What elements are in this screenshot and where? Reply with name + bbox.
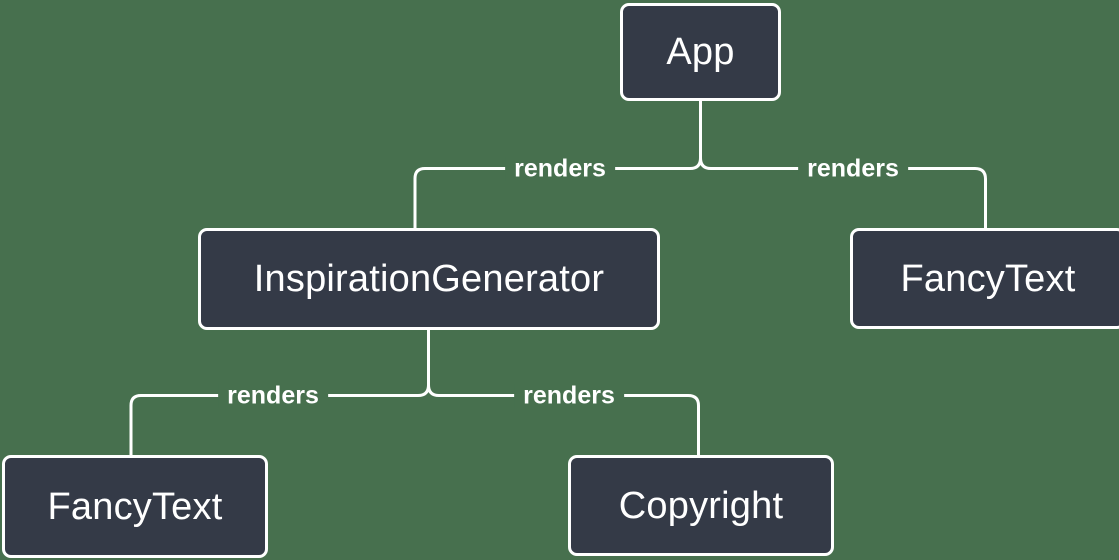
node-fancytext-right-label: FancyText <box>900 257 1076 300</box>
node-fancytext-left-label: FancyText <box>47 485 223 528</box>
edge-label-inspiration-to-copyright: renders <box>514 383 624 409</box>
node-fancytext-right[interactable]: FancyText <box>850 228 1119 329</box>
node-inspiration-generator[interactable]: InspirationGenerator <box>198 228 660 330</box>
node-inspiration-generator-label: InspirationGenerator <box>253 258 605 300</box>
node-copyright-label: Copyright <box>618 484 784 527</box>
edge-label-inspiration-to-fancytext-left: renders <box>218 383 328 409</box>
node-app-label: App <box>666 31 735 73</box>
node-fancytext-left[interactable]: FancyText <box>2 455 268 558</box>
node-copyright[interactable]: Copyright <box>568 455 834 556</box>
edge-label-app-to-fancytext-right: renders <box>798 156 908 182</box>
node-app[interactable]: App <box>620 3 781 101</box>
edge-label-app-to-inspiration: renders <box>505 156 615 182</box>
